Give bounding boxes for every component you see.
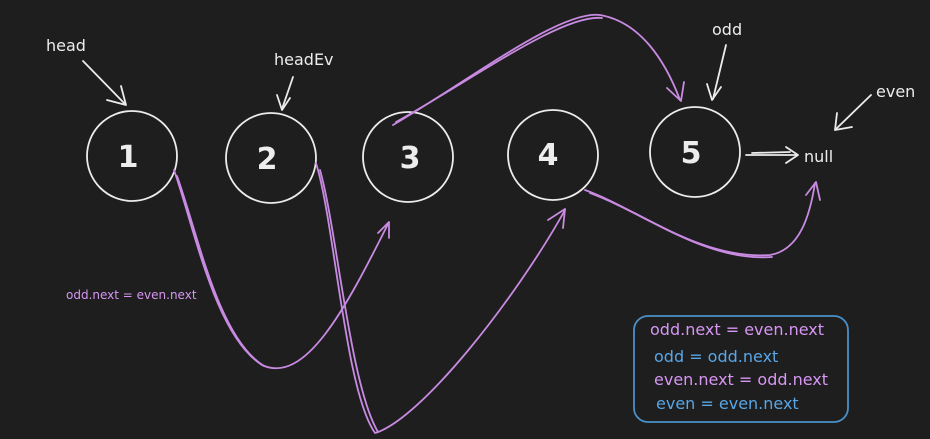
node-4-label: 4 [538, 138, 559, 173]
null-label: null [804, 147, 833, 166]
legend-line-3: even.next = odd.next [654, 370, 828, 389]
legend-line-2: odd = odd.next [654, 347, 778, 366]
arrow-2-to-4 [315, 162, 566, 434]
node-5: 5 [649, 106, 741, 198]
legend-box: odd.next = even.next odd = odd.next even… [633, 315, 849, 423]
node-1-label: 1 [118, 140, 139, 175]
even-pointer-label: even [876, 82, 915, 101]
node-3-label: 3 [400, 141, 421, 176]
node-3: 3 [362, 111, 454, 203]
head-even-pointer-arrow [276, 76, 294, 111]
arrow-1-to-3 [173, 169, 390, 370]
legend-line-1: odd.next = even.next [650, 320, 824, 339]
arrow-4-to-null [584, 181, 821, 259]
legend-line-4: even = even.next [656, 394, 799, 413]
arrow-5-to-null [745, 146, 799, 164]
head-pointer-arrow [82, 60, 127, 106]
annotation-label: odd.next = even.next [66, 288, 197, 302]
even-pointer-arrow [834, 94, 872, 131]
odd-pointer-arrow [706, 44, 727, 101]
head-pointer-label: head [46, 36, 86, 55]
arrow-3-to-5 [392, 14, 685, 126]
node-4: 4 [507, 109, 599, 201]
odd-pointer-label: odd [712, 20, 742, 39]
node-2: 2 [225, 112, 317, 204]
node-2-label: 2 [257, 142, 278, 177]
node-1: 1 [86, 110, 178, 202]
node-5-label: 5 [681, 136, 702, 171]
head-even-pointer-label: headEv [274, 50, 334, 69]
